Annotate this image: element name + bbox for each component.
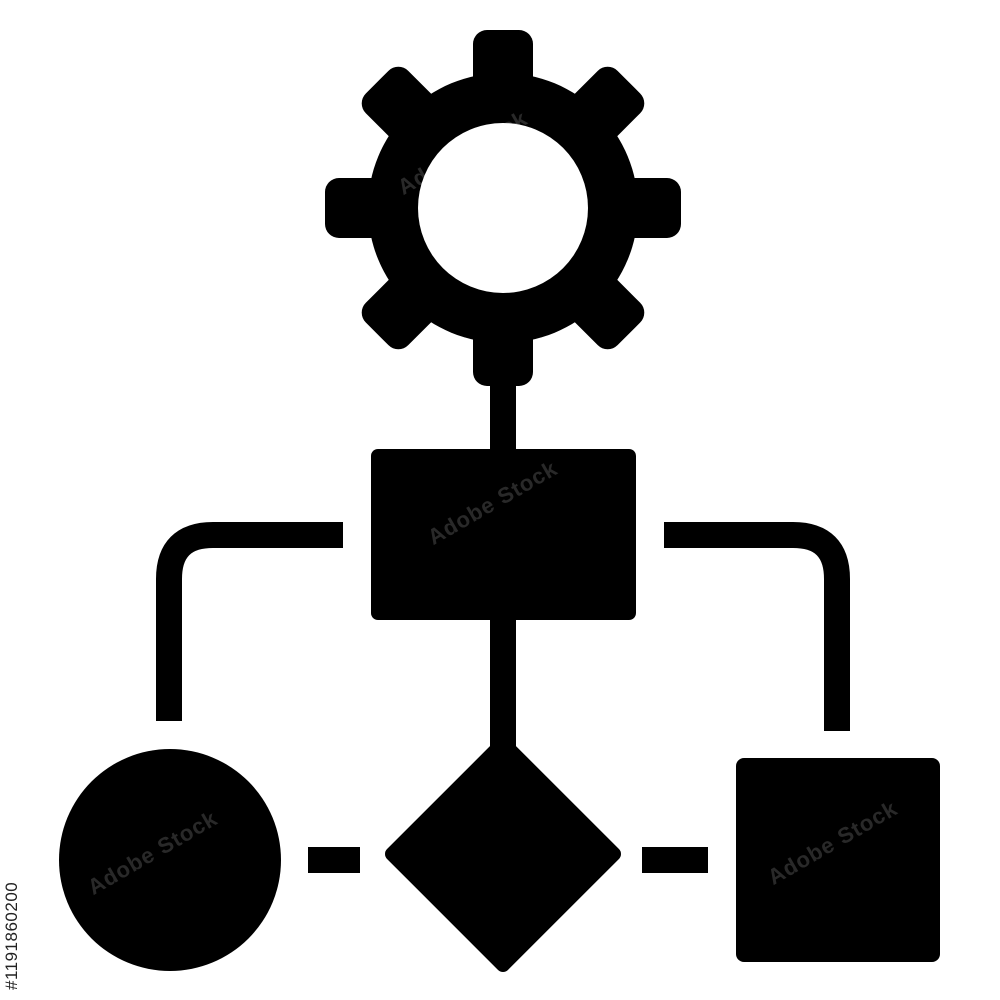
- link-circle-to-diamond: [308, 847, 360, 873]
- end-square: [736, 758, 940, 962]
- link-diamond-to-square: [642, 847, 708, 873]
- connector-process-to-circle: [156, 522, 343, 721]
- connector-gear-to-process: [490, 360, 516, 455]
- connector-process-to-diamond: [490, 620, 516, 750]
- decision-diamond: [385, 736, 621, 972]
- gear-hole: [418, 123, 588, 293]
- start-circle: [59, 749, 281, 971]
- connector-process-to-square: [664, 522, 850, 731]
- stock-id-label: #1191860200: [2, 881, 21, 990]
- process-box: [371, 449, 636, 620]
- gear-icon: [325, 30, 681, 386]
